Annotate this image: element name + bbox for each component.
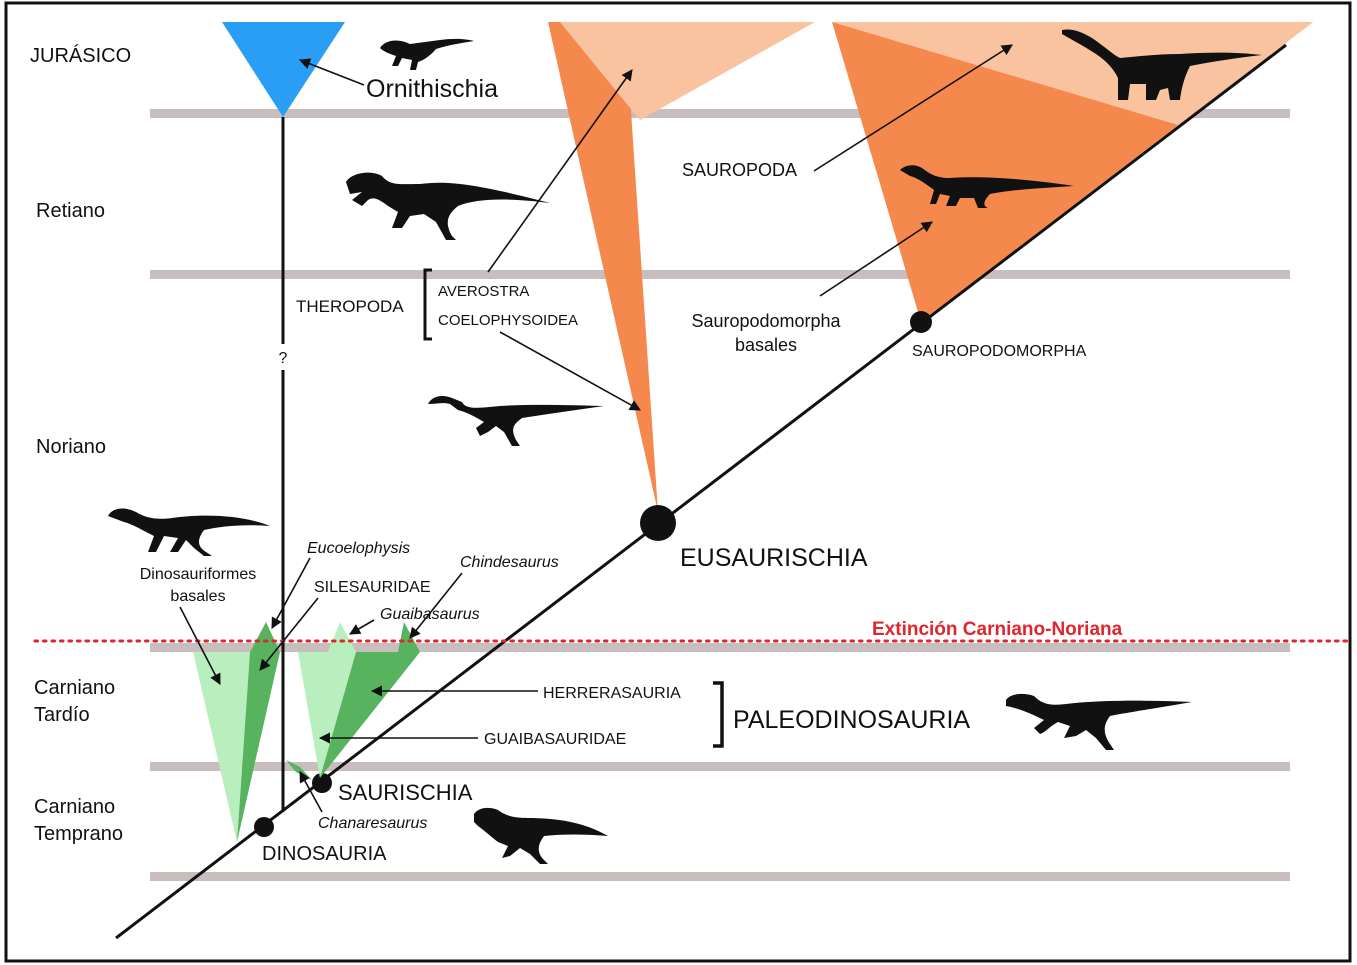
period-label-carniano-tardio: Carniano — [34, 677, 115, 699]
label-dinosauriformes-basales-2: basales — [170, 588, 225, 605]
period-label-jurasico: JURÁSICO — [30, 44, 131, 67]
extinction-label: Extinción Carniano-Noriana — [872, 619, 1123, 640]
label-ornithischia: Ornithischia — [366, 75, 498, 103]
time-band — [150, 270, 1290, 279]
period-label-carniano-tardio-2: Tardío — [34, 704, 90, 726]
period-label-carniano-temprano: Carniano — [34, 796, 115, 818]
time-band — [150, 872, 1290, 881]
label-sauropoda: SAUROPODA — [682, 160, 797, 180]
label-silesauridae: SILESAURIDAE — [314, 579, 430, 596]
period-label-retiano: Retiano — [36, 200, 105, 222]
label-guaibasauridae: GUAIBASAURIDAE — [484, 731, 626, 748]
label-saurischia: SAURISCHIA — [338, 780, 473, 805]
question-mark: ? — [279, 350, 288, 367]
label-eusaurischia: EUSAURISCHIA — [680, 544, 868, 572]
period-label-carniano-temprano-2: Temprano — [34, 823, 123, 845]
label-herrerasauria: HERRERASAURIA — [543, 685, 681, 702]
node-sauropodomorpha — [910, 311, 932, 333]
node-saurischia — [312, 773, 332, 793]
label-chanaresaurus: Chanaresaurus — [318, 815, 427, 832]
node-eusaurischia — [640, 505, 676, 541]
label-chindesaurus: Chindesaurus — [460, 554, 559, 571]
label-sauropodomorpha-basales: Sauropodomorpha — [691, 311, 841, 331]
label-paleodinosauria: PALEODINOSAURIA — [733, 706, 970, 734]
node-dinosauria — [254, 817, 274, 837]
label-coelophysoidea: COELOPHYSOIDEA — [438, 312, 578, 329]
label-averostra: AVEROSTRA — [438, 283, 529, 300]
label-sauropodomorpha-basales-2: basales — [735, 335, 797, 355]
time-band — [150, 643, 1290, 652]
label-sauropodomorpha: SAUROPODOMORPHA — [912, 343, 1087, 360]
label-dinosauria: DINOSAURIA — [262, 843, 387, 865]
label-dinosauriformes-basales: Dinosauriformes — [140, 566, 256, 583]
period-label-noriano: Noriano — [36, 436, 106, 458]
label-eucoelophysis: Eucoelophysis — [307, 540, 410, 557]
label-theropoda: THEROPODA — [296, 297, 404, 316]
